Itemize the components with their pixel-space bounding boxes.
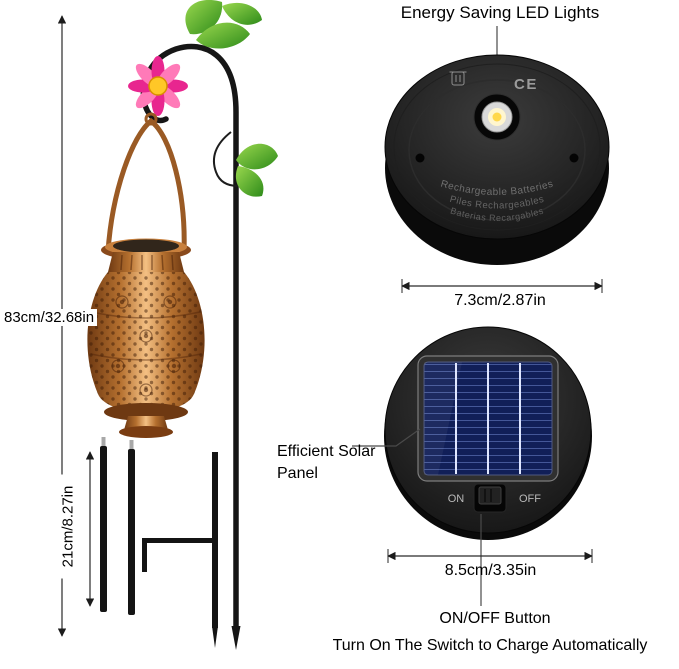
led-light (473, 93, 521, 141)
leaf-decoration-top (185, 0, 262, 49)
weee-icon (449, 71, 467, 86)
pole-segments (100, 437, 135, 615)
tendril (212, 131, 239, 187)
screw-dot-left (415, 153, 425, 163)
led-callout-label: Energy Saving LED Lights (400, 3, 600, 22)
solar-panel-callout-label: Efficient Solar Panel (277, 443, 376, 483)
lantern-handle (105, 117, 187, 255)
solar-diameter-label: 8.5cm/3.35in (444, 562, 537, 579)
solar-unit-graphic: ON OFF (352, 326, 593, 606)
switch-callout-label: ON/OFF Button (439, 610, 551, 627)
ground-stake (142, 452, 218, 648)
pole-dimension-label: 21cm/8.27in (59, 474, 77, 579)
instruction-label: Turn On The Switch to Charge Automatical… (332, 637, 648, 654)
screw-dot-right (569, 153, 579, 163)
led-unit-graphic: CE Rechargeable Batteries Piles Recharge… (384, 26, 610, 293)
leaf-decoration-side (235, 143, 278, 197)
height-dimension-label: 83cm/32.68in (1, 309, 98, 326)
onoff-switch-knob (478, 486, 502, 505)
switch-on-label: ON (448, 493, 465, 505)
panel-callout-line (352, 428, 421, 447)
lantern (87, 112, 205, 438)
led-diameter-label: 7.3cm/2.87in (454, 292, 546, 309)
lantern-solar-top (113, 239, 179, 253)
flower-decoration (128, 56, 188, 116)
ce-mark: CE (514, 76, 538, 93)
switch-off-label: OFF (519, 493, 541, 505)
